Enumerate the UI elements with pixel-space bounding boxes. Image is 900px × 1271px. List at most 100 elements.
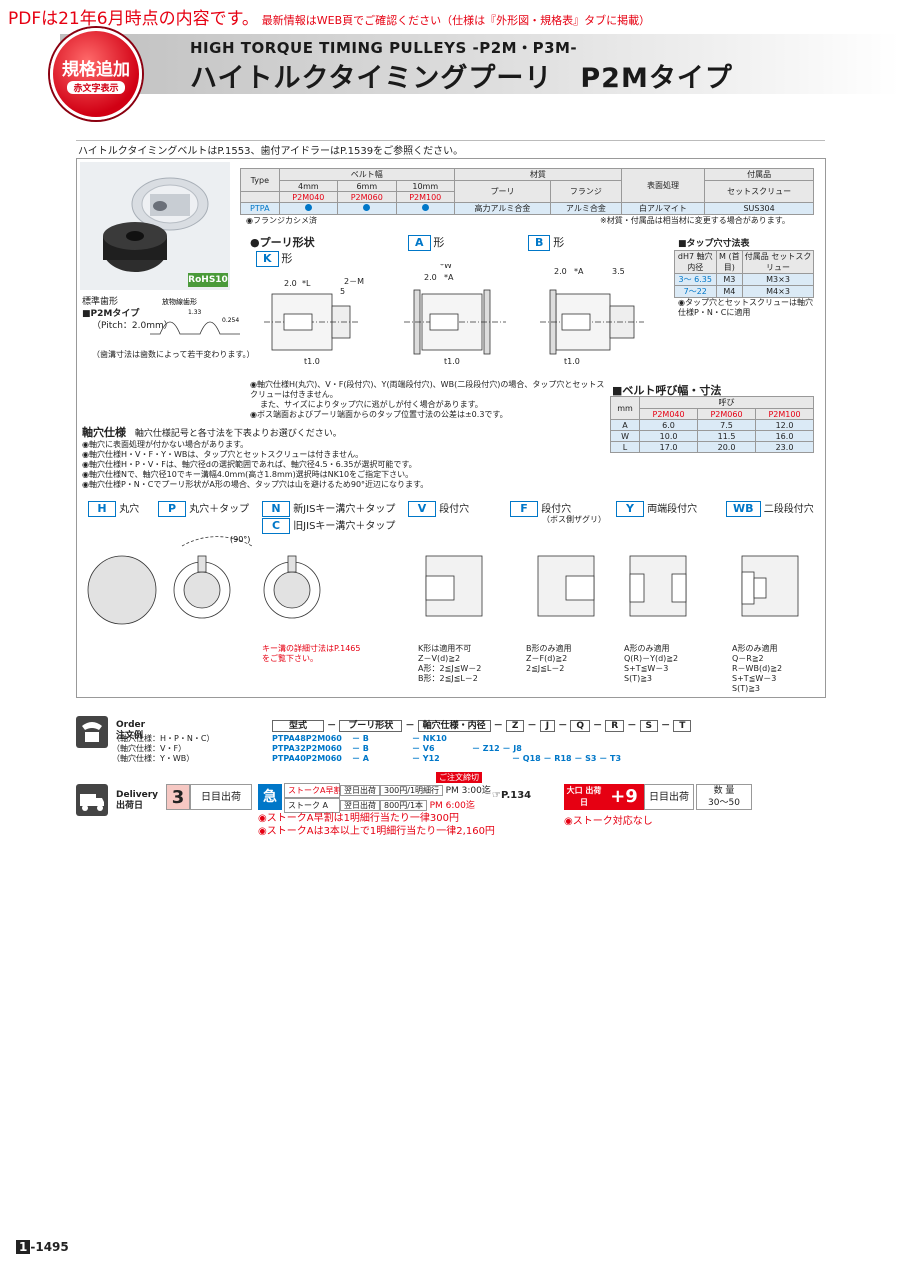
rohs-badge: RoHS10 bbox=[188, 273, 228, 287]
available-dot-icon bbox=[421, 204, 429, 211]
stroke-notes: ◉ストークA早割は1明細行当たり一律300円 ◉ストークAは3本以上で1明細行当… bbox=[258, 812, 495, 838]
large-order-label: 大口 出荷日 bbox=[564, 784, 604, 810]
bore-type-y: Y 両端段付穴 bbox=[616, 500, 697, 517]
tap-h2: M (首目) bbox=[715, 250, 744, 274]
order-rows: （軸穴仕様：H・P・N・C）PTPA48P2M060－ B－ NK10 （軸穴仕… bbox=[112, 734, 621, 764]
dim-a-t: t1.0 bbox=[444, 357, 460, 366]
spec-frame bbox=[76, 158, 826, 698]
belt-cell: 17.0 bbox=[639, 441, 699, 453]
bore-note: ◉軸穴仕様P・N・Cでプーリ形状がA形の場合、タップ穴は山を避けるため90°近辺… bbox=[82, 480, 429, 489]
tap-r2c2: M4 bbox=[715, 285, 744, 298]
order-header: 型式 － プーリ形状 － 軸穴仕様・内径 － Z － J － Q － R － S… bbox=[272, 718, 712, 732]
v-note: Z－V(d)≧2 bbox=[418, 654, 461, 663]
code-p2m040: P2M040 bbox=[278, 191, 339, 203]
phone-icon bbox=[76, 716, 108, 748]
type-value: PTPA bbox=[240, 202, 280, 215]
order-h-z: Z bbox=[505, 720, 525, 732]
screw-header: セットスクリュー bbox=[704, 180, 814, 203]
shape-title: ●プーリ形状 bbox=[250, 236, 315, 249]
surface-header: 表面処理 bbox=[620, 168, 706, 203]
badge-line1: 規格追加 bbox=[62, 60, 130, 80]
tooth-type: ■P2Mタイプ bbox=[82, 309, 140, 319]
belt-cell: 23.0 bbox=[755, 441, 814, 453]
v-notes: K形は適用不可 Z－V(d)≧2 A形：2≦J≦W－2 B形：2≦J≦L－2 bbox=[418, 644, 508, 684]
delivery-days: 3 bbox=[166, 784, 190, 810]
tap-title: ■タップ穴寸法表 bbox=[678, 239, 750, 249]
drawing-note: ◉ボス端面およびプーリ端面からのタップ位置寸法の公差は±0.3です。 bbox=[250, 410, 508, 419]
shape-k: K 形 bbox=[256, 250, 292, 267]
dim-b-a: *A bbox=[574, 267, 584, 276]
available-dot-icon bbox=[363, 204, 371, 211]
dim-b-m: 2－M bbox=[620, 264, 640, 266]
dim-k-m: 2－M bbox=[344, 277, 364, 286]
order-h-model: 型式 bbox=[272, 720, 325, 732]
page-title: ハイトルクタイミングプーリ P2Mタイプ bbox=[190, 63, 733, 94]
order-row: （軸穴仕様：H・P・N・C）PTPA48P2M060－ B－ NK10 bbox=[112, 734, 447, 743]
top-notice-small: 最新情報はWEB頁でご確認ください（仕様は『外形図・規格表』タブに掲載） bbox=[261, 14, 651, 27]
tooth-note: （歯溝寸法は歯数によって若干変わります。） bbox=[92, 350, 255, 359]
width-6: 6mm bbox=[337, 180, 397, 192]
flange-header: フランジ bbox=[549, 180, 622, 203]
dim-k-l: *L bbox=[302, 279, 311, 288]
belt-row-label: L bbox=[609, 441, 641, 453]
dim-a-a: *A bbox=[444, 273, 454, 282]
wb-note: R－WB(d)≧2 bbox=[732, 664, 783, 673]
belt-cell: 7.5 bbox=[697, 419, 756, 431]
tooth-radius-label: 放物線歯形 bbox=[162, 297, 197, 306]
stroke-unavailable-note: ◉ストーク対応なし bbox=[564, 816, 653, 827]
order-h-j: J bbox=[539, 720, 556, 732]
large-order-days-label: 日目出荷 bbox=[644, 784, 694, 810]
wb-note: Q－R≧2 bbox=[732, 654, 764, 663]
y-note: Q(R)－Y(d)≧2 bbox=[624, 654, 679, 663]
belt-cell: 10.0 bbox=[639, 430, 699, 442]
order-h-s: S bbox=[639, 720, 658, 732]
tap-h3: 付属品 セットスクリュー bbox=[742, 250, 814, 274]
tooth-title: 標準歯形 bbox=[82, 297, 119, 307]
order-h-bore: 軸穴仕様・内径 bbox=[417, 720, 491, 732]
belt-mm: mm bbox=[609, 396, 641, 420]
dim-a-2: 2.0 bbox=[424, 273, 437, 282]
delivery-days-label: 日目出荷 bbox=[190, 784, 252, 810]
stroke-note: ◉ストークA早割は1明細行当たり一律300円 bbox=[258, 813, 460, 824]
width-4: 4mm bbox=[278, 180, 339, 192]
tap-r1c3: M3×3 bbox=[742, 273, 814, 286]
tap-r2c1: 7～22 bbox=[674, 285, 717, 298]
belt-cell: 16.0 bbox=[755, 430, 814, 442]
belt-cell: 20.0 bbox=[697, 441, 756, 453]
y-note: S+T≦W－3 bbox=[624, 664, 669, 673]
y-notes: A形のみ適用 Q(R)－Y(d)≧2 S+T≦W－3 S(T)≧3 bbox=[624, 644, 714, 684]
badge-line2: 赤文字表示 bbox=[67, 81, 125, 94]
tooth-dim1: 1.33 bbox=[188, 309, 202, 316]
surface-value: 白アルマイト bbox=[620, 202, 706, 215]
large-order-plus: +9 bbox=[604, 784, 644, 810]
bore-type-c: C 旧JISキー溝穴＋タップ bbox=[262, 517, 395, 534]
spec-added-badge: 規格追加 赤文字表示 bbox=[50, 28, 142, 120]
y-note: A形のみ適用 bbox=[624, 644, 670, 653]
tap-r2c3: M4×3 bbox=[742, 285, 814, 298]
tooth-pitch: （Pitch：2.0mm） bbox=[92, 321, 173, 331]
tap-r1c1: 3～ 6.35 bbox=[674, 273, 717, 286]
stroke-note: ◉ストークAは3本以上で1明細行当たり一律2,160円 bbox=[258, 826, 495, 837]
tap-r1c2: M3 bbox=[715, 273, 744, 286]
key-note: キー溝の詳細寸法はP.1465をご覧下さい。 bbox=[262, 644, 361, 663]
bore-type-n: N 新JISキー溝穴＋タップ bbox=[262, 500, 395, 517]
belt-cell: 6.0 bbox=[639, 419, 699, 431]
product-photo bbox=[80, 162, 230, 290]
divider bbox=[76, 140, 825, 141]
order-h-q: Q bbox=[570, 720, 590, 732]
express-icon: 急 bbox=[258, 784, 282, 810]
spec-table: Type ベルト幅 材質 表面処理 付属品 4mm 6mm 10mm プーリ フ… bbox=[240, 168, 814, 215]
order-row: （軸穴仕様：V・F）PTPA32P2M060－ B－ V6－ Z12 － J8 bbox=[112, 744, 522, 753]
reference-note: ハイトルクタイミングベルトはP.1553、歯付アイドラーはP.1539をご参照く… bbox=[78, 146, 464, 157]
bore-note: ◉軸穴に表面処理が付かない場合があります。 bbox=[82, 440, 249, 449]
tap-h1: dH7 軸穴内径 bbox=[674, 250, 717, 274]
dim-b-35: 3.5 bbox=[612, 267, 625, 276]
dim-k-t: t1.0 bbox=[304, 357, 320, 366]
pulley-image-icon bbox=[103, 177, 209, 272]
